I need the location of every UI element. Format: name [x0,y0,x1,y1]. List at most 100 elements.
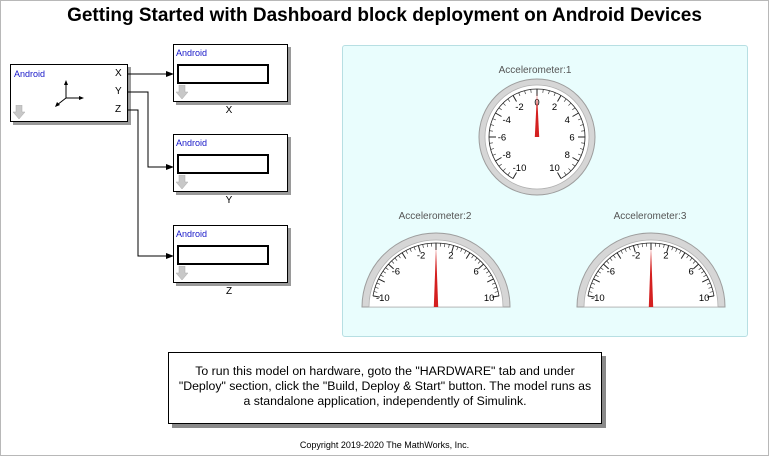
port-z: Z [115,104,122,115]
hardware-instructions-note: To run this model on hardware, goto the … [168,352,602,424]
gauge-title-2: Accelerometer:2 [398,211,472,222]
gauge-tick [460,248,463,252]
gauge-tick [628,246,631,251]
gauge-tick [388,263,394,270]
gauge-tick [456,246,459,251]
block-label: Android [176,48,208,58]
gauge-tick-label: -10 [513,163,527,174]
gauge-tick [491,282,496,285]
gauge-tick [632,245,636,253]
gauge-tick-label: -10 [376,293,390,304]
block-label: Android [176,229,208,239]
gauge-tick-label: 2 [552,102,557,113]
gauge-tick [689,257,693,261]
gauge-tick [579,148,584,150]
gauge-tick [637,244,639,248]
port-y: Y [115,86,122,97]
gauge-tick [465,252,471,259]
gauge-tick [679,250,682,254]
gauge-tick-label: 2 [663,251,668,262]
gauge-tick-label: -8 [502,150,510,161]
gauge-tick-label: -2 [417,251,425,262]
gauge-title-3: Accelerometer:3 [613,211,687,222]
gauge-tick [487,278,494,283]
gauge-tick [382,270,387,274]
gauge-tick-label: -10 [591,293,605,304]
display-block-z[interactable]: Android [173,225,288,283]
gauge-tick [707,295,715,298]
gauge-tick [624,248,627,252]
gauge-tick [512,172,517,179]
gauge-tick [405,250,408,254]
gauge-accelerometer-1[interactable]: -10-8-6-4-20246810 [477,77,597,197]
gauge-tick [708,286,712,289]
gauge-tick-label: -6 [392,266,400,277]
gauge-tick [563,98,567,102]
gauge-tick [380,274,384,278]
gauge-tick [451,245,455,253]
gauge-tick [620,250,623,254]
gauge-tick [492,118,497,121]
gauge-tick [590,286,594,289]
gauge-title-1: Accelerometer:1 [498,65,572,76]
gauge-tick [490,124,495,126]
gauge-tick [577,118,582,121]
gauge-tick-label: -2 [632,251,640,262]
gauge-tick [706,282,711,285]
gauge-tick [680,252,686,259]
gauge-tick [553,92,556,97]
down-arrow-icon [13,105,25,119]
gauge-tick [588,291,593,293]
display-block-y[interactable]: Android [173,134,288,192]
gauge-tick [698,267,702,270]
gauge-tick-label: 6 [569,133,574,144]
gauge-needle [433,247,439,307]
gauge-tick [572,107,576,111]
display-block-x[interactable]: Android [173,44,288,102]
gauge-tick [477,260,481,264]
port-x: X [115,68,122,79]
gauge-tick [702,278,709,283]
gauge-tick [613,255,616,259]
gauge-tick [600,267,604,270]
gauge-tick-label: 4 [565,115,570,126]
gauge-tick [409,248,412,252]
display-caption-y: Y [225,195,233,206]
gauge-tick-label: 10 [484,293,495,304]
gauge-tick [464,250,467,254]
gauge-tick [524,90,526,95]
gauge-tick [587,295,595,298]
gauge-tick [394,257,398,261]
gauge-tick-label: 10 [549,163,560,174]
gauge-tick-label: -4 [502,115,510,126]
gauge-tick-label: -6 [498,133,506,144]
gauge-tick [700,270,705,274]
gauge-tick [703,274,707,278]
gauge-tick [666,245,670,253]
gauge-tick [557,172,562,179]
gauge-tick [512,95,517,102]
gauge-tick-label: -2 [515,102,523,113]
gauge-tick [572,163,576,167]
display-caption-z: Z [225,286,233,297]
gauge-tick [490,148,495,150]
gauge-tick [591,282,596,285]
gauge-tick [494,291,499,293]
accelerometer-block[interactable]: Android X Y Z [10,64,128,122]
gauge-tick [577,153,582,156]
gauge-tick [448,244,450,248]
gauge-tick-label: 10 [699,293,710,304]
model-title: Getting Started with Dashboard block dep… [67,5,702,26]
down-arrow-icon [176,175,188,189]
gauge-tick [502,168,506,172]
gauge-tick [417,245,421,253]
gauge-tick [616,252,622,259]
gauge-tick [488,274,492,278]
block-label: Android [176,138,208,148]
gauge-tick [686,255,689,259]
gauge-tick-label: 8 [565,150,570,161]
gauge-tick [507,98,511,102]
